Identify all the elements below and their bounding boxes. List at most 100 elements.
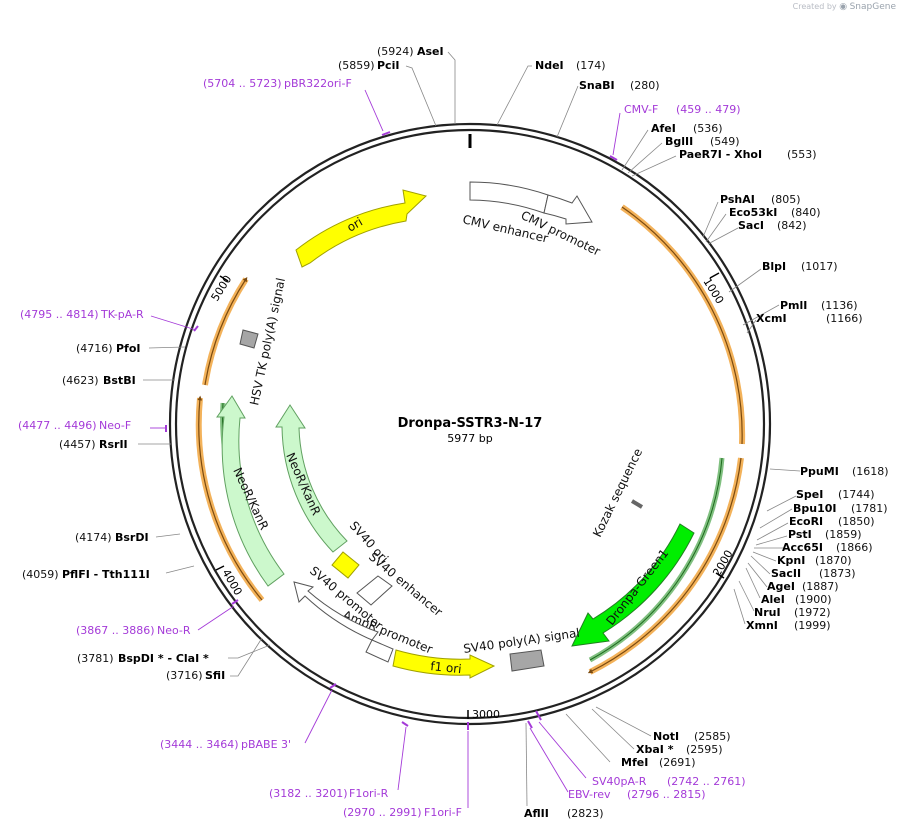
site-eco53ki[interactable]: Eco53kI (840) bbox=[729, 206, 821, 219]
svg-text:CMV-F: CMV-F bbox=[624, 103, 658, 116]
site-paer7i-xhoi[interactable]: PaeR7I - XhoI (553) bbox=[679, 148, 817, 161]
site-sacii[interactable]: SacII (1873) bbox=[771, 567, 856, 580]
site-xcmi[interactable]: XcmI (1166) bbox=[756, 312, 863, 325]
primer-cmv-f[interactable]: CMV-F (459 .. 479) bbox=[624, 103, 741, 116]
svg-text:AflII: AflII bbox=[524, 807, 549, 820]
site-pcii[interactable]: (5859) PciI bbox=[338, 59, 399, 72]
svg-text:3000: 3000 bbox=[472, 708, 500, 721]
site-mfei[interactable]: MfeI (2691) bbox=[621, 756, 696, 769]
site-acc65i[interactable]: Acc65I (1866) bbox=[782, 541, 873, 554]
svg-text:(3867 .. 3886): (3867 .. 3886) bbox=[76, 624, 155, 637]
svg-text:NdeI: NdeI bbox=[535, 59, 564, 72]
site-snabi[interactable]: SnaBI (280) bbox=[579, 79, 660, 92]
primer-f1ori-f[interactable]: (2970 .. 2991) F1ori-F bbox=[343, 806, 462, 819]
site-xbai[interactable]: XbaI * (2595) bbox=[636, 743, 723, 756]
feature-dronpa-green1[interactable] bbox=[571, 523, 695, 647]
site-bsrdi[interactable]: (4174) BsrDI bbox=[75, 531, 149, 544]
svg-text:(3716): (3716) bbox=[166, 669, 203, 682]
site-ppumi[interactable]: PpuMI (1618) bbox=[800, 465, 889, 478]
svg-text:(1873): (1873) bbox=[819, 567, 856, 580]
primer-tk-pa-r[interactable]: (4795 .. 4814) TK-pA-R bbox=[20, 308, 144, 321]
site-rsrii[interactable]: (4457) RsrII bbox=[59, 438, 128, 451]
site-spei[interactable]: SpeI (1744) bbox=[796, 488, 875, 501]
site-bglii[interactable]: BglII (549) bbox=[665, 135, 740, 148]
svg-text:EBV-rev: EBV-rev bbox=[568, 788, 611, 801]
svg-text:(1017): (1017) bbox=[801, 260, 838, 273]
site-psti[interactable]: PstI (1859) bbox=[788, 528, 862, 541]
site-pfoi[interactable]: (4716) PfoI bbox=[76, 342, 141, 355]
site-bstbi[interactable]: (4623) BstBI bbox=[62, 374, 136, 387]
primer-pbr322ori-f[interactable]: (5704 .. 5723) pBR322ori-F bbox=[203, 77, 352, 90]
svg-text:PfoI: PfoI bbox=[116, 342, 141, 355]
feature-hsv-tk-polya[interactable] bbox=[239, 329, 259, 349]
site-sfii[interactable]: (3716) SfiI bbox=[166, 669, 225, 682]
primer-sv40pa-r[interactable]: SV40pA-R (2742 .. 2761) bbox=[592, 775, 746, 788]
site-agei[interactable]: AgeI (1887) bbox=[767, 580, 839, 593]
svg-text:(2970 .. 2991): (2970 .. 2991) bbox=[343, 806, 422, 819]
svg-text:SacI: SacI bbox=[738, 219, 764, 232]
feature-cmv-promoter[interactable] bbox=[543, 194, 593, 225]
site-bspdi-clai[interactable]: (3781) BspDI * - ClaI * bbox=[77, 652, 209, 665]
feature-kozak[interactable] bbox=[630, 499, 644, 509]
site-blpi[interactable]: BlpI (1017) bbox=[762, 260, 838, 273]
svg-text:(174): (174) bbox=[576, 59, 606, 72]
site-pflfi-tth111i[interactable]: (4059) PflFI - Tth111I bbox=[22, 568, 150, 581]
site-aflii[interactable]: AflII (2823) bbox=[524, 807, 604, 820]
site-bpu10i[interactable]: Bpu10I (1781) bbox=[793, 502, 888, 515]
svg-text:pBABE 3': pBABE 3' bbox=[241, 738, 291, 751]
primer-leader-lines bbox=[150, 89, 621, 808]
svg-text:SnaBI: SnaBI bbox=[579, 79, 615, 92]
site-pshai[interactable]: PshAI (805) bbox=[720, 193, 801, 206]
site-ecori[interactable]: EcoRI (1850) bbox=[789, 515, 875, 528]
primer-f1ori-r[interactable]: (3182 .. 3201) F1ori-R bbox=[269, 787, 389, 800]
site-ndei[interactable]: NdeI (174) bbox=[535, 59, 606, 72]
primer-neo-f[interactable]: (4477 .. 4496) Neo-F bbox=[18, 419, 131, 432]
site-noti[interactable]: NotI (2585) bbox=[653, 730, 731, 743]
feature-sv40-enhancer[interactable] bbox=[356, 575, 393, 606]
site-alei[interactable]: AleI (1900) bbox=[761, 593, 832, 606]
svg-text:PstI: PstI bbox=[788, 528, 812, 541]
svg-text:Neo-F: Neo-F bbox=[99, 419, 131, 432]
svg-text:NotI: NotI bbox=[653, 730, 679, 743]
primer-neo-r[interactable]: (3867 .. 3886) Neo-R bbox=[76, 624, 191, 637]
plasmid-name: Dronpa-SSTR3-N-17 bbox=[398, 416, 543, 431]
feature-ori[interactable] bbox=[295, 189, 427, 268]
svg-text:(4795 .. 4814): (4795 .. 4814) bbox=[20, 308, 99, 321]
svg-text:(1781): (1781) bbox=[851, 502, 888, 515]
svg-text:BlpI: BlpI bbox=[762, 260, 786, 273]
feature-neor-kanr-outer[interactable] bbox=[216, 395, 285, 587]
svg-text:KpnI: KpnI bbox=[777, 554, 805, 567]
feature-sv40-ori[interactable] bbox=[331, 551, 360, 579]
site-kpni[interactable]: KpnI (1870) bbox=[777, 554, 852, 567]
svg-text:(536): (536) bbox=[693, 122, 723, 135]
svg-text:PpuMI: PpuMI bbox=[800, 465, 839, 478]
svg-text:(4174): (4174) bbox=[75, 531, 112, 544]
svg-text:(2595): (2595) bbox=[686, 743, 723, 756]
svg-text:(3444 .. 3464): (3444 .. 3464) bbox=[160, 738, 239, 751]
site-saci[interactable]: SacI (842) bbox=[738, 219, 807, 232]
feature-dronpa-label: Dronpa-Green1 bbox=[603, 546, 671, 628]
site-xmni[interactable]: XmnI (1999) bbox=[746, 619, 831, 632]
site-asei[interactable]: (5924) AseI bbox=[377, 45, 444, 58]
site-afei[interactable]: AfeI (536) bbox=[651, 122, 723, 135]
svg-text:(3182 .. 3201): (3182 .. 3201) bbox=[269, 787, 348, 800]
site-pmli[interactable]: PmlI (1136) bbox=[780, 299, 858, 312]
feature-sv40-polya[interactable] bbox=[509, 649, 545, 672]
feature-sv40-promoter[interactable] bbox=[293, 581, 379, 641]
svg-text:(1887): (1887) bbox=[802, 580, 839, 593]
snapgene-logo-icon: ◉ bbox=[839, 2, 848, 12]
svg-text:(553): (553) bbox=[787, 148, 817, 161]
svg-text:MfeI: MfeI bbox=[621, 756, 648, 769]
feature-f1-ori[interactable] bbox=[392, 649, 496, 679]
svg-text:(3781): (3781) bbox=[77, 652, 114, 665]
site-nrui[interactable]: NruI (1972) bbox=[754, 606, 831, 619]
svg-text:(5704 .. 5723): (5704 .. 5723) bbox=[203, 77, 282, 90]
primer-ebv-rev[interactable]: EBV-rev (2796 .. 2815) bbox=[568, 788, 706, 801]
feature-cmv-enhancer[interactable] bbox=[469, 181, 549, 214]
feature-f1-ori-label: f1 ori bbox=[430, 659, 463, 676]
feature-ampr-promoter[interactable] bbox=[365, 639, 394, 663]
feature-neor-kanr-inner[interactable] bbox=[275, 404, 348, 553]
svg-text:(4477 .. 4496): (4477 .. 4496) bbox=[18, 419, 97, 432]
primer-pbabe-3[interactable]: (3444 .. 3464) pBABE 3' bbox=[160, 738, 291, 751]
svg-text:XcmI: XcmI bbox=[756, 312, 787, 325]
